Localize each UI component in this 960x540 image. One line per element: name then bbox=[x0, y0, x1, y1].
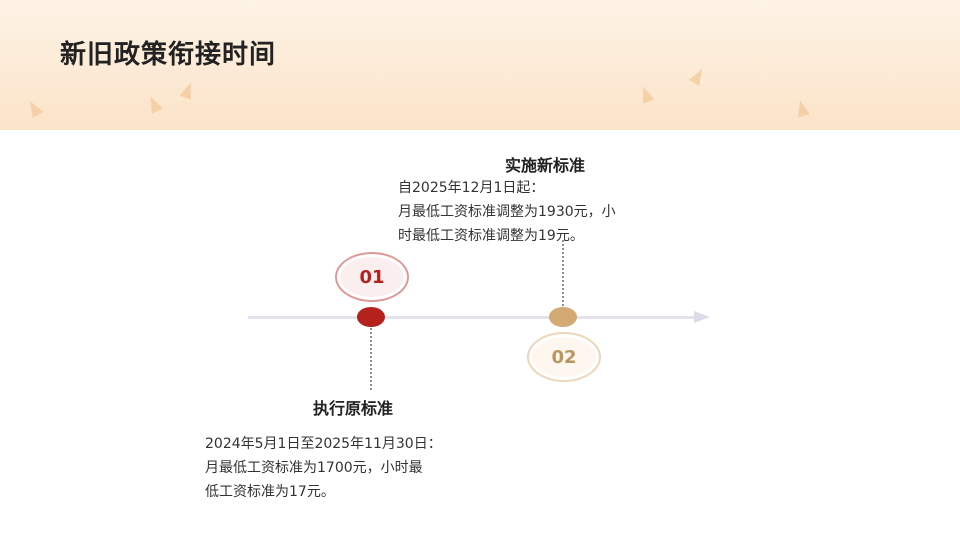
stage-1-marker bbox=[357, 307, 385, 327]
stage-2-marker bbox=[549, 307, 577, 327]
stage-2-desc-line: 月最低工资标准调整为1930元，小 bbox=[398, 204, 616, 220]
stage-1-number-badge: 01 bbox=[335, 252, 409, 302]
bird-decoration bbox=[794, 98, 810, 118]
stage-1-desc-line: 低工资标准为17元。 bbox=[205, 484, 335, 500]
stage-2-desc-line: 自2025年12月1日起： bbox=[398, 180, 545, 196]
stage-2-connector bbox=[562, 240, 564, 306]
stage-1-description: 2024年5月1日至2025年11月30日： 月最低工资标准为1700元，小时最… bbox=[205, 432, 442, 504]
header-banner bbox=[0, 0, 960, 130]
bird-decoration bbox=[179, 80, 197, 100]
bird-decoration bbox=[24, 98, 44, 118]
stage-2-desc-line: 时最低工资标准调整为19元。 bbox=[398, 228, 584, 244]
page-title: 新旧政策衔接时间 bbox=[60, 40, 277, 70]
stage-2-title: 实施新标准 bbox=[505, 156, 586, 175]
bird-decoration bbox=[688, 66, 708, 86]
timeline-arrow-icon bbox=[694, 311, 710, 323]
stage-2-description: 自2025年12月1日起： 月最低工资标准调整为1930元，小 时最低工资标准调… bbox=[398, 176, 616, 248]
stage-1-connector bbox=[370, 328, 372, 390]
timeline-axis bbox=[248, 316, 700, 319]
stage-1-desc-line: 2024年5月1日至2025年11月30日： bbox=[205, 436, 442, 452]
stage-1-desc-line: 月最低工资标准为1700元，小时最 bbox=[205, 460, 423, 476]
bird-decoration bbox=[637, 84, 655, 104]
stage-1-title: 执行原标准 bbox=[313, 399, 394, 418]
bird-decoration bbox=[145, 94, 163, 114]
stage-2-number-badge: 02 bbox=[527, 332, 601, 382]
